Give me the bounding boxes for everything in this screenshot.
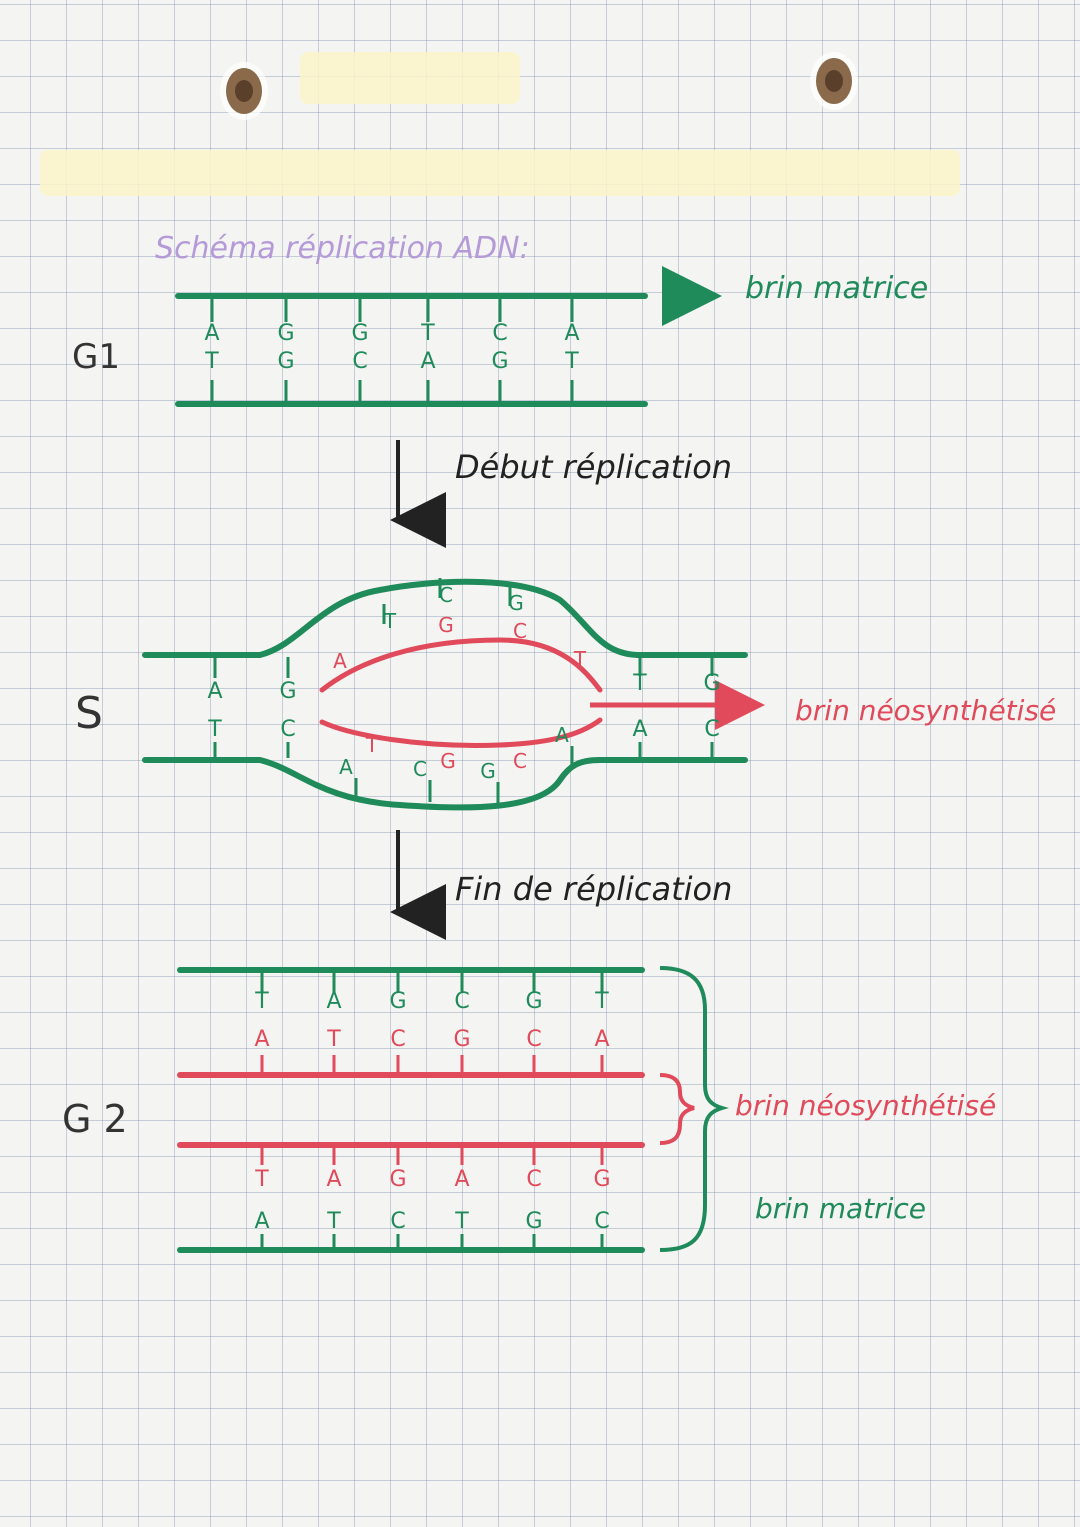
punch-hole-right <box>816 58 852 104</box>
g2-row4-base: C <box>594 1209 609 1234</box>
g1-top-base: G <box>277 321 294 346</box>
label-brin-neosynthetise-g2: brin néosynthétisé <box>735 1089 996 1122</box>
s-bubble-bottom-inner-base: C <box>513 749 527 773</box>
g2-row2-base: A <box>594 1027 609 1052</box>
g2-row3-base: G <box>389 1167 406 1192</box>
brace-inner-new <box>659 1073 695 1145</box>
s-bubble-top-outer-base: T <box>383 609 397 633</box>
label-brin-matrice: brin matrice <box>745 271 928 306</box>
g1-bottom-base: T <box>204 349 219 374</box>
s-bubble-bottom-inner-base: G <box>440 749 456 773</box>
phase-label-g1: G1 <box>72 337 120 377</box>
s-left-bottom-base: C <box>280 717 295 742</box>
g1-top-base: A <box>204 321 219 346</box>
phase-label-s: S <box>75 688 103 739</box>
g1-top-base: G <box>351 321 368 346</box>
s-bubble-top-outer-base: G <box>508 591 524 615</box>
s-bubble-top-outer-base: C <box>439 583 453 607</box>
s-bubble-bottom-outer-base: G <box>480 759 496 783</box>
g2-row2-base: A <box>254 1027 269 1052</box>
g2-row2-base: G <box>453 1027 470 1052</box>
highlight-tape-top <box>300 52 520 104</box>
g2-row1-base: A <box>326 989 341 1014</box>
g2-row1-base: G <box>389 989 406 1014</box>
g2-row1-base: T <box>594 989 609 1014</box>
s-right-bottom-base: A <box>632 717 647 742</box>
s-bubble-top-inner-base: A <box>333 649 347 673</box>
s-right-top-base: T <box>632 671 647 696</box>
punch-hole-left <box>226 68 262 114</box>
g1-bottom-base: T <box>564 349 579 374</box>
label-brin-matrice-g2: brin matrice <box>755 1192 926 1225</box>
g2-row4-base: T <box>326 1209 341 1234</box>
s-bubble-bottom-outer-base: A <box>555 723 569 747</box>
g2-row4-base: T <box>454 1209 469 1234</box>
g1-bottom-base: A <box>420 349 435 374</box>
g2-row2-base: C <box>526 1027 541 1052</box>
label-brin-neosynthetise-s: brin néosynthétisé <box>795 694 1056 727</box>
s-bubble-top-inner-base: T <box>573 647 587 671</box>
s-right-top-base: G <box>703 671 720 696</box>
diagram-title: Schéma réplication ADN: <box>155 231 530 266</box>
g1-bottom-base: G <box>491 349 508 374</box>
s-right-bottom-base: C <box>704 717 719 742</box>
g2-row4-base: G <box>525 1209 542 1234</box>
g1-top-base: C <box>492 321 507 346</box>
g2-row2-base: T <box>326 1027 341 1052</box>
g2-row1-base: G <box>525 989 542 1014</box>
s-left-top-base: A <box>207 679 222 704</box>
s-bubble-top-inner-base: C <box>513 619 527 643</box>
label-debut-replication: Début réplication <box>455 448 732 486</box>
g2-row4-base: C <box>390 1209 405 1234</box>
g1-top-base: A <box>564 321 579 346</box>
g2-row1-base: C <box>454 989 469 1014</box>
label-fin-replication: Fin de réplication <box>455 870 732 908</box>
g2-row4-base: A <box>254 1209 269 1234</box>
highlight-tape-wide <box>40 150 960 196</box>
s-left-bottom-base: T <box>207 717 222 742</box>
g1-top-base: T <box>420 321 435 346</box>
brace-outer-template <box>659 966 729 1252</box>
g1-bottom-base: G <box>277 349 294 374</box>
g2-row3-base: T <box>254 1167 269 1192</box>
s-left-top-base: G <box>279 679 296 704</box>
g2-row3-base: A <box>454 1167 469 1192</box>
s-bubble-top-inner-base: G <box>438 613 454 637</box>
phase-label-g2: G 2 <box>62 1097 128 1141</box>
g2-row1-base: T <box>254 989 269 1014</box>
g2-row2-base: C <box>390 1027 405 1052</box>
g1-bottom-base: C <box>352 349 367 374</box>
g2-row3-base: G <box>593 1167 610 1192</box>
g2-row3-base: A <box>326 1167 341 1192</box>
s-bubble-bottom-outer-base: A <box>339 755 353 779</box>
g2-row3-base: C <box>526 1167 541 1192</box>
s-bubble-bottom-inner-base: T <box>365 733 379 757</box>
s-bubble-bottom-outer-base: C <box>413 757 427 781</box>
